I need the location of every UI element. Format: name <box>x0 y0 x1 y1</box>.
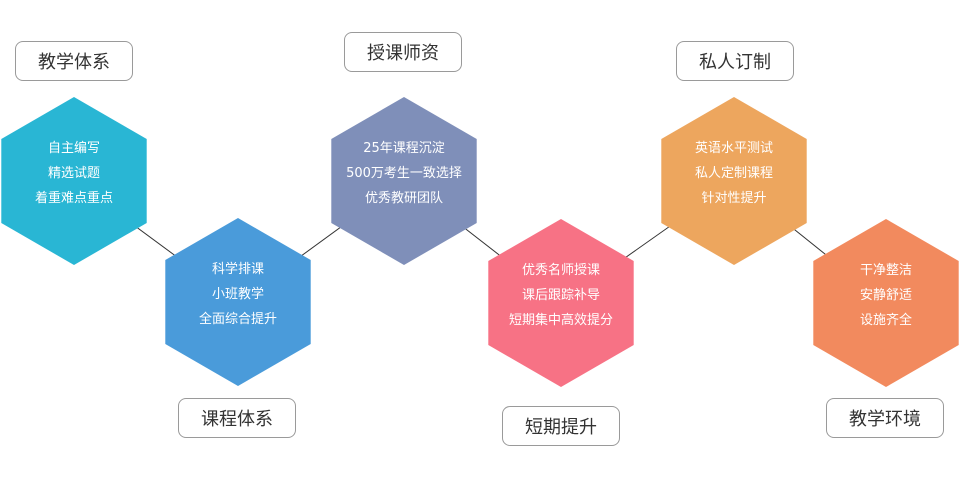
hexagon-line: 短期集中高效提分 <box>508 312 613 328</box>
hexagon-text-shouke-shizi: 25年课程沉淀 500万考生一致选择优秀教研团队 <box>329 136 479 211</box>
hexagon-shouke-shizi <box>331 97 477 265</box>
hexagon-line: 优秀教研团队 <box>364 190 443 206</box>
hexagon-line: 课后跟踪补导 <box>521 287 600 303</box>
hexagon-line: 25年课程沉淀 <box>363 140 445 156</box>
hexagon-kecheng-tixi <box>165 218 311 386</box>
hexagon-text-jiaoxue-tixi: 自主编写精选试题着重难点重点 <box>0 136 149 211</box>
hexagon-text-duanqi-tisheng: 优秀名师授课课后跟踪补导短期集中高效提分 <box>486 258 636 333</box>
hexagon-line: 精选试题 <box>47 165 100 181</box>
label-siren-dingzhi: 私人订制 <box>676 41 794 81</box>
hexagon-line: 优秀名师授课 <box>521 262 600 278</box>
hexagon-jiaoxue-tixi <box>1 97 147 265</box>
hexagon-line: 500万考生一致选择 <box>346 165 462 181</box>
hexagon-group <box>1 97 959 387</box>
hexagon-siren-dingzhi <box>661 97 807 265</box>
hexagon-line: 安静舒适 <box>859 287 912 303</box>
label-jiaoxue-tixi: 教学体系 <box>15 41 133 81</box>
hexagon-text-jiaoxue-huanjing: 干净整洁安静舒适设施齐全 <box>811 258 960 333</box>
label-jiaoxue-huanjing: 教学环境 <box>826 398 944 438</box>
hexagon-line: 小班教学 <box>211 286 264 302</box>
hexagon-line: 全面综合提升 <box>198 311 277 327</box>
hexagon-text-kecheng-tixi: 科学排课小班教学全面综合提升 <box>163 257 313 332</box>
hexagon-jiaoxue-huanjing <box>813 219 959 387</box>
hexagon-line: 科学排课 <box>211 261 264 277</box>
hexagon-line: 着重难点重点 <box>34 190 113 206</box>
label-kecheng-tixi: 课程体系 <box>178 398 296 438</box>
hexagon-line: 干净整洁 <box>859 262 912 278</box>
hexagon-line: 针对性提升 <box>701 190 767 206</box>
hexagon-line: 英语水平测试 <box>694 140 773 156</box>
hexagon-duanqi-tisheng <box>488 219 634 387</box>
hexagon-line: 设施齐全 <box>859 312 912 328</box>
hexagon-text-siren-dingzhi: 英语水平测试私人定制课程针对性提升 <box>659 136 809 211</box>
hexagon-line: 私人定制课程 <box>694 165 773 181</box>
label-duanqi-tisheng: 短期提升 <box>502 406 620 446</box>
hexagon-line: 自主编写 <box>47 140 100 156</box>
label-shouke-shizi: 授课师资 <box>344 32 462 72</box>
